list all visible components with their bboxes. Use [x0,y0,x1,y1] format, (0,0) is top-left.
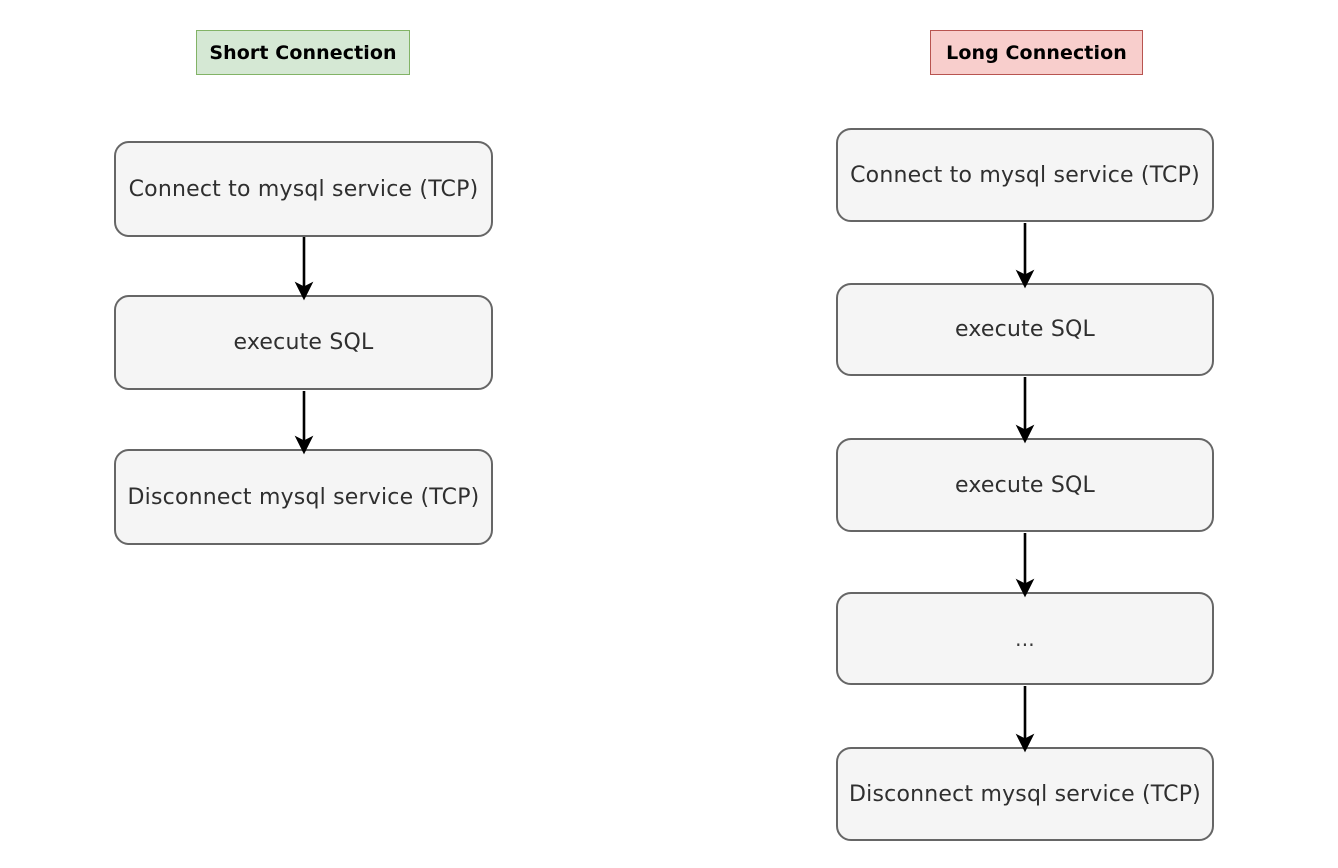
node-long-execute-sql-2[interactable]: execute SQL [836,438,1214,532]
section-title-short-connection: Short Connection [196,30,410,75]
node-long-more-ellipsis[interactable]: ... [836,592,1214,685]
node-short-disconnect[interactable]: Disconnect mysql service (TCP) [114,449,493,545]
node-long-connect[interactable]: Connect to mysql service (TCP) [836,128,1214,222]
node-long-disconnect[interactable]: Disconnect mysql service (TCP) [836,747,1214,841]
section-title-long-connection: Long Connection [930,30,1143,75]
node-short-connect[interactable]: Connect to mysql service (TCP) [114,141,493,237]
node-short-execute-sql[interactable]: execute SQL [114,295,493,390]
node-long-execute-sql-1[interactable]: execute SQL [836,283,1214,376]
